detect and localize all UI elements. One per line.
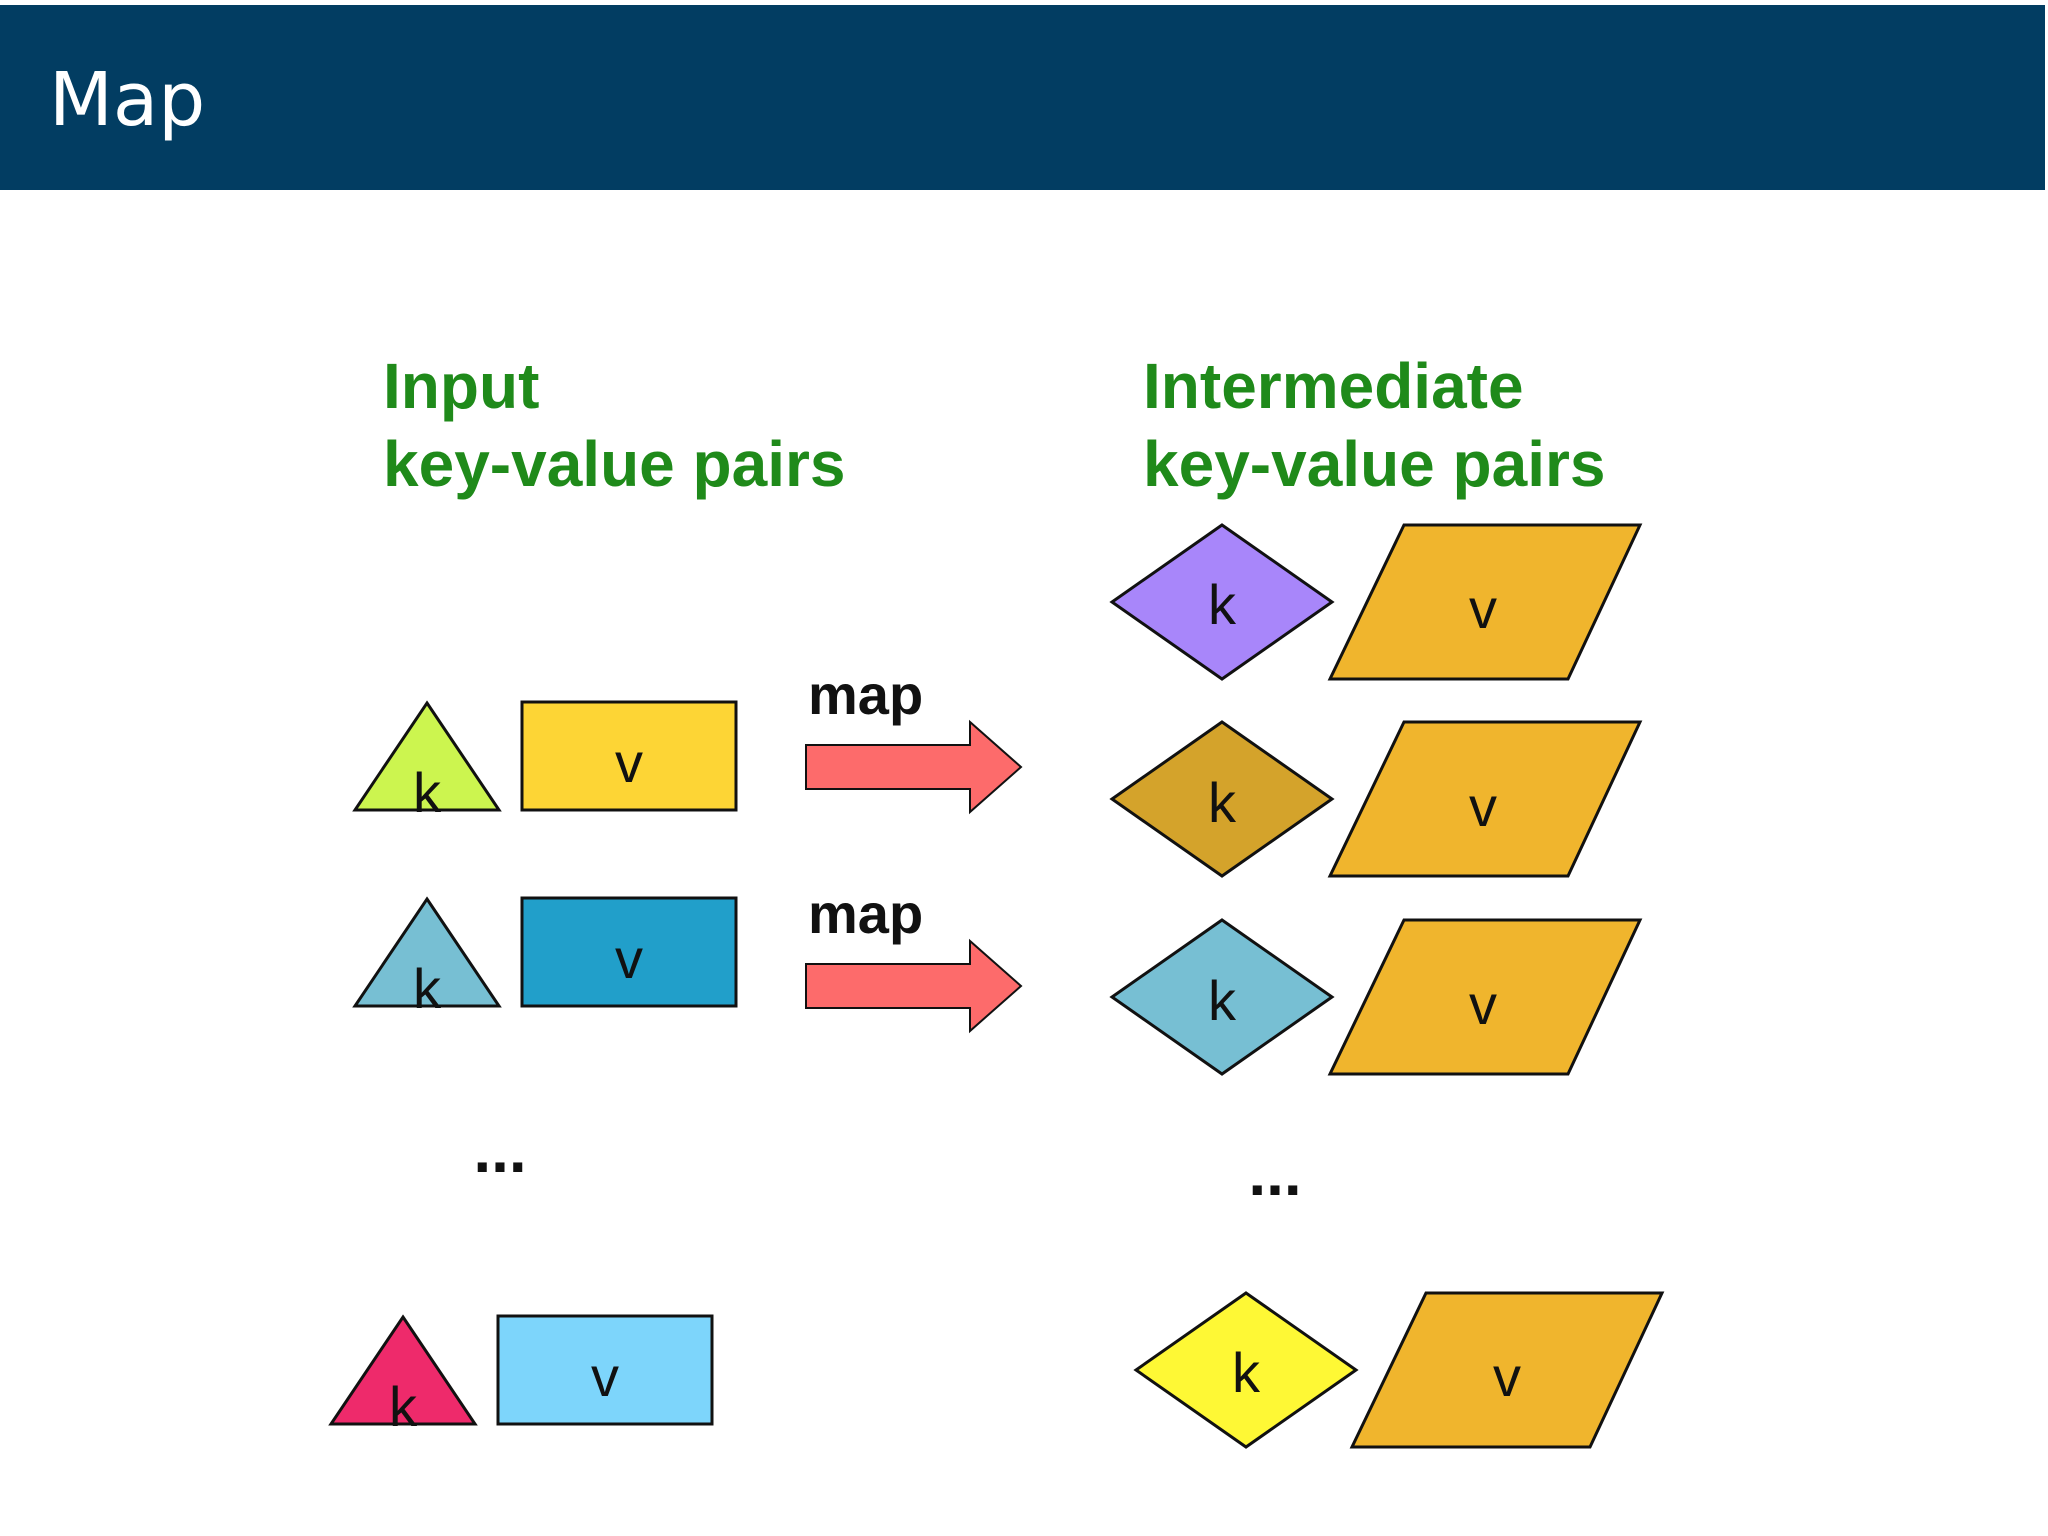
slide-title: Map [49,57,206,143]
intermediate-value-2-parallelogram [1327,720,1643,878]
input-value-3-label: v [591,1345,619,1408]
map-step-1: map [805,663,1023,815]
intermediate-key-4-label: k [1232,1341,1261,1404]
intermediate-key-4-diamond [1133,1291,1359,1449]
map-label-1: map [808,663,923,726]
intermediate-heading-line1: Intermediate [1143,350,1524,422]
input-key-1-label: k [413,761,442,824]
input-value-2-label: v [615,927,643,990]
input-value-3-rect [496,1314,714,1426]
intermediate-value-1-label: v [1469,577,1497,640]
input-pair-2: k v [352,896,738,1020]
map-arrow-2 [805,938,1023,1034]
intermediate-heading: Intermediate key-value pairs [1143,347,1606,503]
map-arrow-1 [805,719,1023,815]
intermediate-key-2-label: k [1208,771,1237,834]
input-heading-line1: Input [383,350,540,422]
input-heading-line2: key-value pairs [383,428,846,500]
intermediate-value-1-parallelogram [1327,523,1643,681]
intermediate-pair-1: k v [1109,523,1643,681]
intermediate-pair-3: k v [1109,918,1643,1076]
intermediate-value-3-label: v [1469,973,1497,1036]
input-key-3-label: k [389,1375,418,1438]
intermediate-value-3-parallelogram [1327,918,1643,1076]
intermediate-value-4-parallelogram [1349,1291,1665,1449]
intermediate-pair-2: k v [1109,720,1643,878]
title-bar [0,5,2045,190]
intermediate-key-3-diamond [1109,918,1335,1076]
input-heading: Input key-value pairs [383,347,846,503]
intermediate-key-1-diamond [1109,523,1335,681]
input-pair-1: k v [352,700,738,824]
intermediate-pair-4: k v [1133,1291,1665,1449]
intermediate-key-1-label: k [1208,573,1237,636]
map-step-2: map [805,882,1023,1034]
intermediate-key-3-label: k [1208,969,1237,1032]
input-value-1-rect [520,700,738,812]
input-pair-3: k v [328,1314,714,1438]
intermediate-ellipsis: ... [1248,1137,1301,1209]
input-key-3-triangle [328,1314,478,1426]
input-key-1-triangle [352,700,502,812]
input-value-1-label: v [615,731,643,794]
input-ellipsis: ... [473,1114,526,1186]
intermediate-key-2-diamond [1109,720,1335,878]
input-key-2-triangle [352,896,502,1008]
intermediate-value-2-label: v [1469,775,1497,838]
intermediate-value-4-label: v [1493,1345,1521,1408]
map-label-2: map [808,882,923,945]
input-value-2-rect [520,896,738,1008]
input-key-2-label: k [413,957,442,1020]
intermediate-heading-line2: key-value pairs [1143,428,1606,500]
